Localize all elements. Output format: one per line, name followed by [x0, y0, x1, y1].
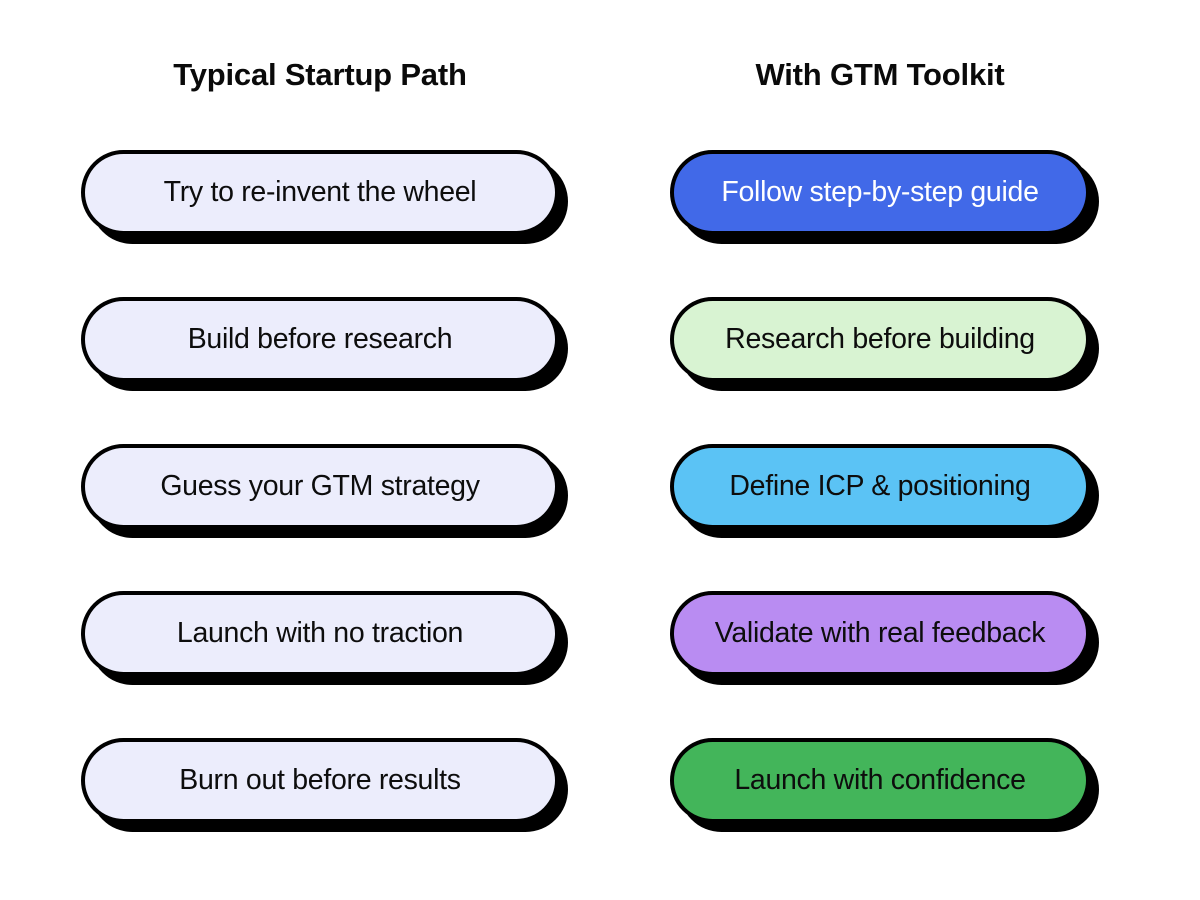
pill-right-4[interactable]: Validate with real feedback: [670, 591, 1090, 677]
pill-left-5-label: Burn out before results: [179, 764, 461, 797]
column-header-left: Typical Startup Path: [173, 57, 467, 92]
pill-left-3-label: Guess your GTM strategy: [160, 470, 480, 503]
pill-left-3[interactable]: Guess your GTM strategy: [81, 444, 559, 530]
column-with-gtm-toolkit: With GTM Toolkit Follow step-by-step gui…: [600, 57, 1160, 824]
column-header-right: With GTM Toolkit: [755, 57, 1005, 92]
pill-left-2[interactable]: Build before research: [81, 297, 559, 383]
pill-right-4-label: Validate with real feedback: [714, 617, 1046, 650]
pill-left-2-label: Build before research: [187, 323, 453, 356]
pill-right-2[interactable]: Research before building: [670, 297, 1090, 383]
pill-left-1[interactable]: Try to re-invent the wheel: [81, 150, 559, 236]
pill-right-5-label: Launch with confidence: [734, 764, 1026, 797]
pill-left-4-label: Launch with no traction: [176, 617, 464, 650]
column-typical-startup-path: Typical Startup Path Try to re-invent th…: [40, 57, 600, 824]
pill-right-3[interactable]: Define ICP & positioning: [670, 444, 1090, 530]
pill-right-2-label: Research before building: [725, 323, 1035, 356]
pill-left-1-label: Try to re-invent the wheel: [163, 176, 477, 209]
pill-list-right: Follow step-by-step guide Research befor…: [600, 150, 1160, 824]
pill-left-4[interactable]: Launch with no traction: [81, 591, 559, 677]
pill-right-1-label: Follow step-by-step guide: [721, 176, 1039, 209]
pill-right-5[interactable]: Launch with confidence: [670, 738, 1090, 824]
pill-right-1[interactable]: Follow step-by-step guide: [670, 150, 1090, 236]
pill-list-left: Try to re-invent the wheel Build before …: [40, 150, 600, 824]
pill-left-5[interactable]: Burn out before results: [81, 738, 559, 824]
pill-right-3-label: Define ICP & positioning: [729, 470, 1031, 503]
